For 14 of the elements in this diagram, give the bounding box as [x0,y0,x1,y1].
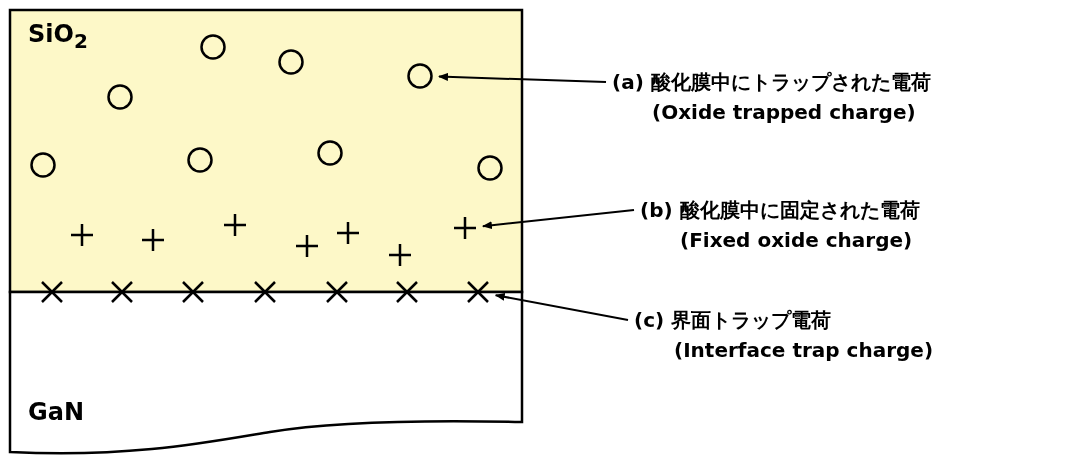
callout-translation: (Oxide trapped charge) [652,100,916,124]
callout-translation: (Fixed oxide charge) [680,228,913,252]
cross-mark-icon [466,280,490,304]
callout-label: (b) 酸化膜中に固定された電荷 [640,198,920,222]
plus-sign-icon [453,216,477,240]
callout-label: (a) 酸化膜中にトラップされた電荷 [612,70,931,94]
layer-label: GaN [28,400,84,424]
layer-label: SiO$_{2}$ [28,22,88,53]
leader-line [481,209,635,230]
callout-translation: (Interface trap charge) [674,338,934,362]
charge-circle-icon [407,63,433,89]
leader-line [494,292,629,321]
callout-label: (c) 界面トラップ電荷 [634,308,832,332]
leader-line [438,72,607,83]
